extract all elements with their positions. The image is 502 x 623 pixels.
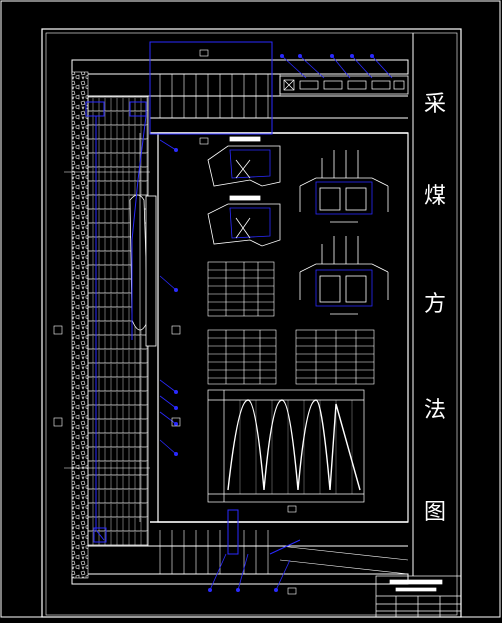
support-elevation-2	[207, 195, 281, 247]
title-char-3: 方	[423, 292, 446, 317]
annotation-layer	[85, 41, 393, 592]
parameter-table-2	[207, 329, 277, 385]
title-char-4: 法	[423, 398, 446, 423]
title-char-2: 煤	[423, 184, 446, 209]
parameter-table-3	[295, 329, 375, 385]
detail-panel	[157, 132, 409, 523]
title-char-1: 采	[423, 92, 446, 117]
support-elevation-1	[207, 136, 281, 187]
cycle-chart	[207, 389, 365, 503]
cross-section-2	[299, 236, 389, 315]
title-block	[375, 575, 462, 618]
title-char-5: 图	[423, 500, 446, 525]
section-markers	[53, 49, 297, 595]
working-face	[64, 71, 157, 579]
cross-section-1	[299, 150, 389, 223]
parameter-table-1	[207, 261, 275, 317]
